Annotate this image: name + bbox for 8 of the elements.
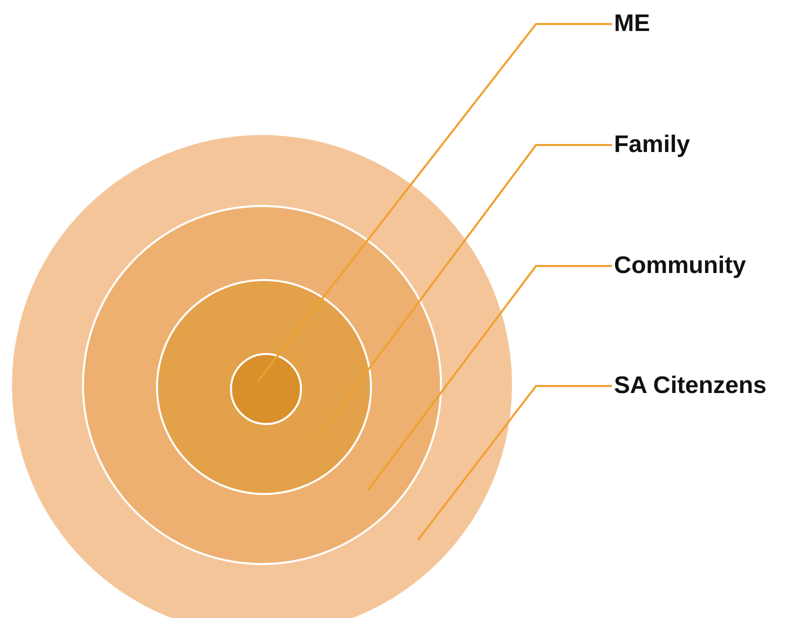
leader-line [417,385,612,541]
ring-label: Community [614,251,746,281]
leader-line [317,144,612,438]
leader-line [257,23,612,382]
ring-label: ME [614,9,650,39]
leader-line [367,265,612,491]
ring-label: SA Citenzens [614,371,766,401]
ring-label: Family [614,130,690,160]
